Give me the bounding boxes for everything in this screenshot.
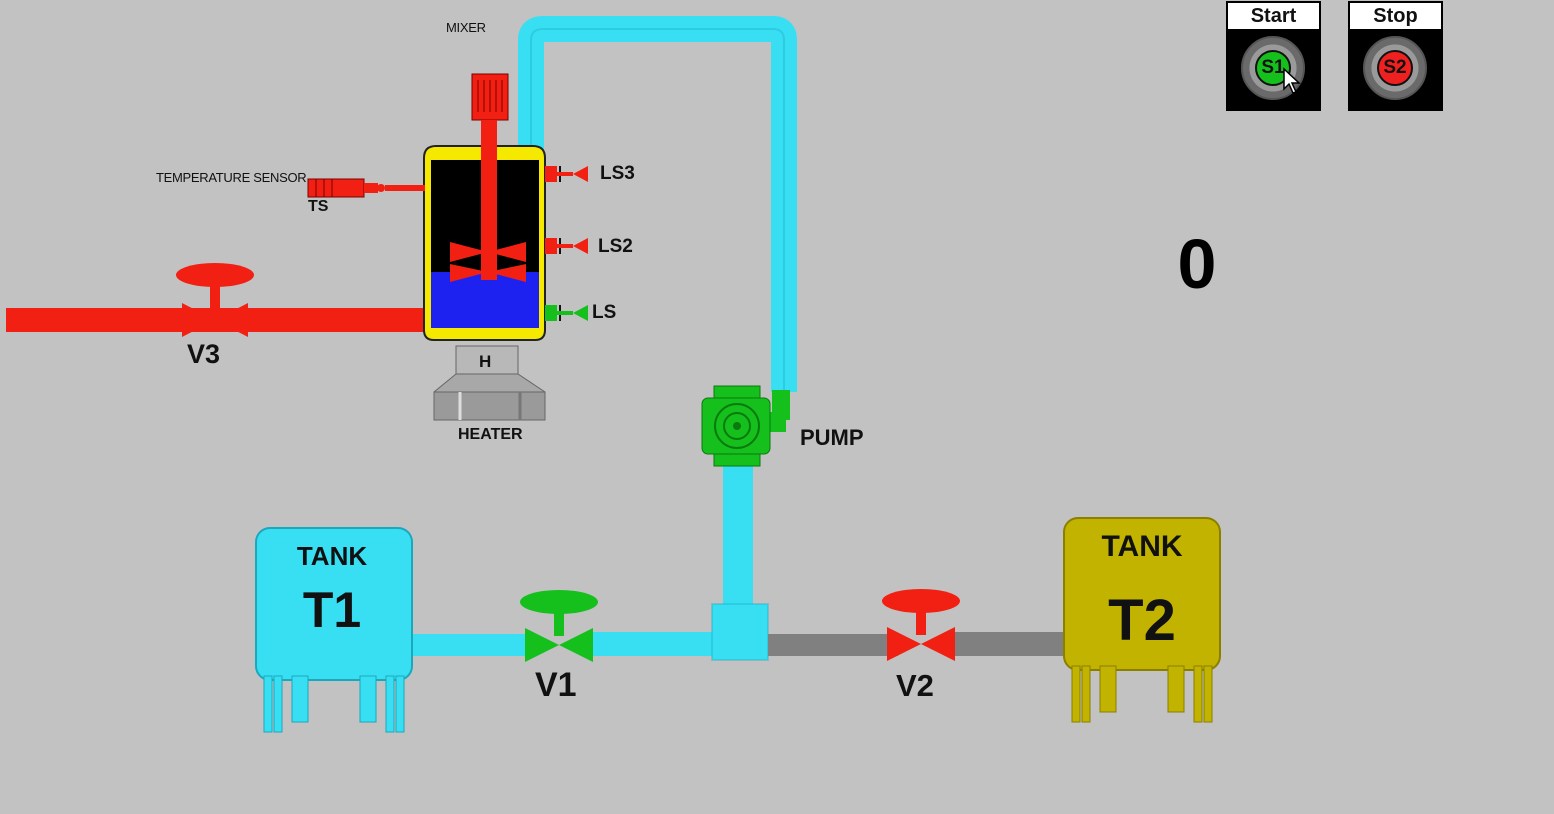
stop-button[interactable]: Stop S2 [1348,1,1443,111]
v2-label: V2 [896,668,934,703]
ls3-label: LS3 [600,163,635,184]
mixer-label: MIXER [446,20,486,35]
mouse-cursor-icon [1283,67,1301,94]
level-sensor-ls3 [545,166,588,182]
pipe-v2-t2 [945,632,1070,656]
tank-t1-icon [255,527,413,733]
reactor-vessel [423,145,546,341]
pipe-v1-junction [585,632,735,656]
start-button[interactable]: Start S1 [1226,1,1321,111]
v1-label: V1 [535,666,577,704]
tee-junction-outline [711,603,769,661]
level-sensor-ls2 [545,238,588,254]
pump-icon[interactable] [701,385,790,467]
level-sensor-ls [545,305,588,321]
recirculation-pipe [518,16,797,392]
stop-button-bezel: S2 [1363,36,1427,100]
heater-h-label: H [479,352,492,371]
heater-icon [433,345,546,421]
tank-t1-name: T1 [302,582,362,638]
valve-v2-icon[interactable] [882,589,960,661]
heater-label: HEATER [458,426,523,443]
ls2-label: LS2 [598,236,633,257]
stop-button-label: Stop [1350,3,1441,29]
pipe-t1-v1 [410,634,535,656]
counter-display: 0 [1177,225,1217,303]
pipe-junction-v2 [768,634,898,656]
temperature-sensor-label: TEMPERATURE SENSOR [156,170,307,185]
mixer-motor-icon [471,73,509,140]
reactor-liquid [431,272,539,328]
valve-v3-icon[interactable] [176,263,254,337]
ts-label: TS [308,198,329,215]
tee-junction [712,604,768,660]
stop-lamp[interactable]: S2 [1377,50,1413,86]
v3-label: V3 [187,339,221,369]
tank-t2-title: TANK [1101,530,1183,563]
ls-label: LS [592,302,617,323]
tank-t2-name: T2 [1108,588,1176,653]
tank-t1-title: TANK [296,541,368,571]
start-button-label: Start [1228,3,1319,29]
temperature-sensor-icon [307,178,425,198]
pump-label: PUMP [800,425,864,450]
mixer-shaft [450,138,526,282]
tank-t2-icon [1063,517,1221,723]
valve-v1-icon[interactable] [520,590,598,662]
